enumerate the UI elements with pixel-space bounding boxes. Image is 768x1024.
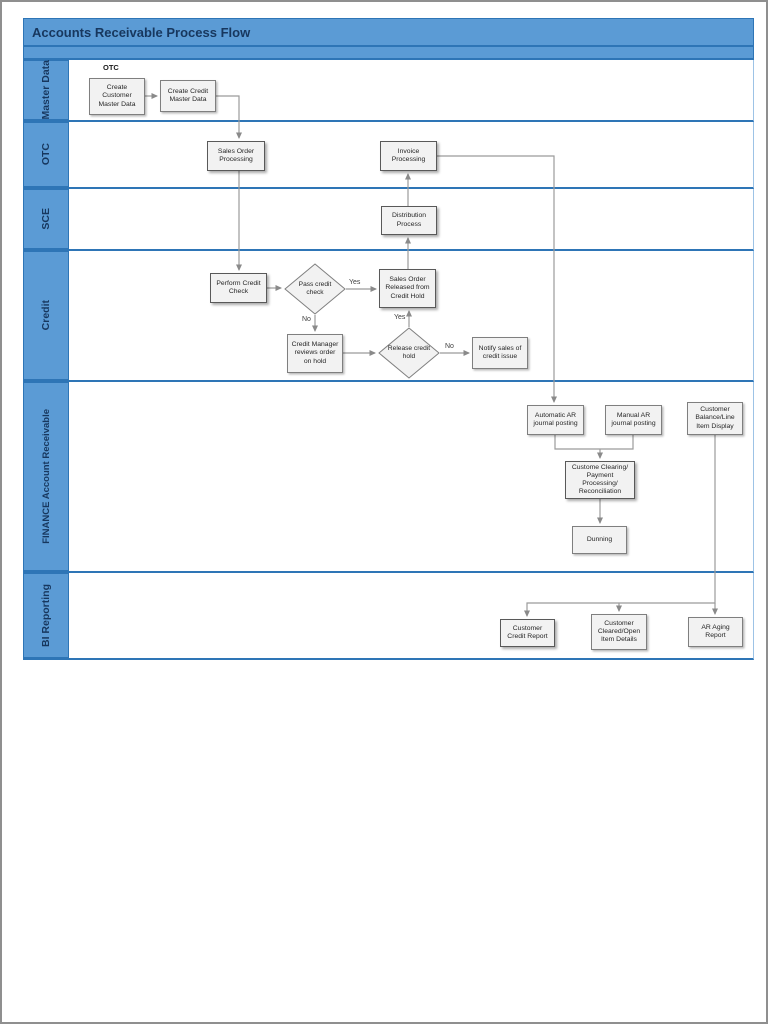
lane-label-sce: SCE (23, 189, 69, 249)
lane-label-master-data: Master Data (23, 60, 69, 120)
lane-otc: OTC (23, 122, 754, 189)
swimlane-diagram: Accounts Receivable Process Flow Master … (23, 18, 754, 660)
lane-body-otc (69, 122, 753, 187)
lane-master-data: Master Data (23, 60, 754, 122)
lane-label-credit: Credit (23, 251, 69, 380)
lane-label-finance-ar: FINANCE Account Receivable (23, 382, 69, 571)
lane-sce: SCE (23, 189, 754, 251)
lane-label-text: FINANCE Account Receivable (40, 409, 52, 544)
lane-body-finance-ar (69, 382, 753, 571)
lane-bi-reporting: BI Reporting (23, 573, 754, 660)
lane-label-text: OTC (40, 143, 52, 166)
lane-body-master-data (69, 60, 753, 120)
lane-finance-ar: FINANCE Account Receivable (23, 382, 754, 573)
lane-label-text: SCE (40, 208, 52, 230)
lane-label-otc: OTC (23, 122, 69, 187)
lane-label-text: Credit (40, 300, 52, 331)
diagram-title: Accounts Receivable Process Flow (23, 18, 754, 47)
lane-body-sce (69, 189, 753, 249)
lane-credit: Credit (23, 251, 754, 382)
header-strip (23, 47, 754, 60)
lane-label-text: Master Data (40, 60, 52, 120)
lane-label-text: BI Reporting (40, 584, 52, 647)
lane-body-credit (69, 251, 753, 380)
lane-label-bi-reporting: BI Reporting (23, 573, 69, 658)
lane-body-bi-reporting (69, 573, 753, 658)
